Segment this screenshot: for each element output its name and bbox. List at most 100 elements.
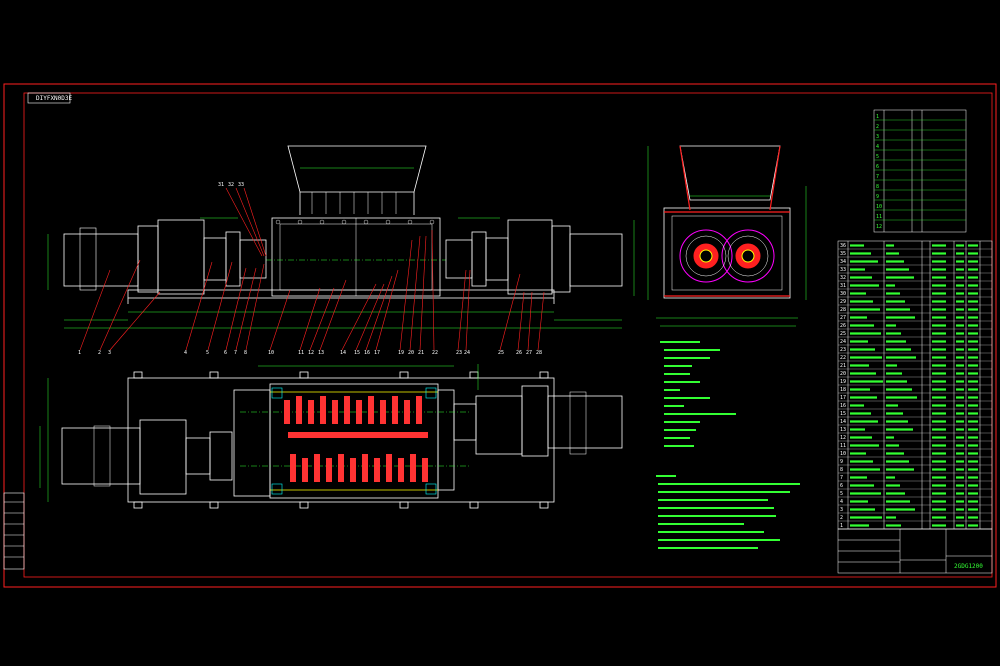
left-motor: [63, 233, 139, 287]
spec-row-2: 2: [876, 124, 879, 130]
balloon-8: 8: [244, 350, 247, 356]
bom-item-number: 7: [840, 475, 843, 481]
bom-item-number: 36: [840, 243, 846, 249]
bom-item-number: 18: [840, 387, 846, 393]
spec-row-6: 6: [876, 164, 879, 170]
bom-item-number: 32: [840, 275, 846, 281]
bom-item-number: 25: [840, 331, 846, 337]
balloon-20: 20: [408, 350, 414, 356]
balloon-14: 14: [340, 350, 346, 356]
bom-numbers: 3635343332313029282726252423222120191817…: [840, 243, 846, 529]
bom-item-number: 15: [840, 411, 846, 417]
bom-item-number: 24: [840, 339, 846, 345]
bom-item-number: 6: [840, 483, 843, 489]
plan-centerlines: [240, 411, 470, 467]
balloon-21: 21: [418, 350, 424, 356]
spec-table-rows: [874, 119, 966, 221]
front-balloons: 1 2 3 4 5 6 7 8 10 11 12 13 14 15 16 17 …: [78, 182, 542, 356]
balloon-16: 16: [364, 350, 370, 356]
bom-item-number: 31: [840, 283, 846, 289]
balloon-31: 31: [218, 182, 224, 188]
right-motor: [569, 233, 623, 287]
balloon-1: 1: [78, 350, 81, 356]
plan-cyan-marks: [271, 387, 437, 495]
bom-item-number: 20: [840, 371, 846, 377]
side-rotors: [679, 229, 775, 283]
balloon-32: 32: [228, 182, 234, 188]
plan-accent-lines: [270, 391, 438, 491]
bom-item-number: 27: [840, 315, 846, 321]
balloon-28: 28: [536, 350, 542, 356]
balloon-27: 27: [526, 350, 532, 356]
plan-frame: [127, 377, 555, 503]
balloon-2: 2: [98, 350, 101, 356]
spec-row-1: 1: [876, 114, 879, 120]
spec-row-10: 10: [876, 204, 882, 210]
balloon-23: 23: [456, 350, 462, 356]
balloon-6: 6: [224, 350, 227, 356]
balloon-26: 26: [516, 350, 522, 356]
side-hopper: [679, 145, 781, 201]
balloon-17: 17: [374, 350, 380, 356]
bom-item-number: 10: [840, 451, 846, 457]
bom-item-number: 13: [840, 427, 846, 433]
balloon-12: 12: [308, 350, 314, 356]
front-view: [63, 145, 623, 304]
balloon-11: 11: [298, 350, 304, 356]
tech-notes-2: [656, 475, 800, 549]
balloon-22: 22: [432, 350, 438, 356]
bom-item-number: 28: [840, 307, 846, 313]
outer-frame: [3, 83, 997, 588]
spec-row-7: 7: [876, 174, 879, 180]
balloon-5: 5: [206, 350, 209, 356]
spec-row-11: 11: [876, 214, 882, 220]
balloon-24: 24: [464, 350, 470, 356]
balloon-15: 15: [354, 350, 360, 356]
leaders-front: [79, 187, 545, 351]
front-hopper: [287, 145, 427, 193]
corner-stamp: DIYFXN0D3E: [36, 95, 73, 102]
side-view: [663, 145, 791, 299]
left-revision-column: [3, 492, 25, 570]
balloon-19: 19: [398, 350, 404, 356]
bom-item-number: 4: [840, 499, 843, 505]
plan-dimensions: [39, 364, 479, 502]
bom-item-number: 26: [840, 323, 846, 329]
bom-item-number: 33: [840, 267, 846, 273]
plan-view: [61, 371, 623, 509]
spec-numbers: 1 2 3 4 5 6 7 8 9 10 11 12: [876, 114, 882, 230]
balloon-10: 10: [268, 350, 274, 356]
bom-item-number: 19: [840, 379, 846, 385]
bom-item-number: 29: [840, 299, 846, 305]
bom-item-number: 1: [840, 523, 843, 529]
balloon-4: 4: [184, 350, 187, 356]
bom-item-number: 14: [840, 419, 846, 425]
balloon-7: 7: [234, 350, 237, 356]
bom-item-number: 16: [840, 403, 846, 409]
tech-notes-1: [660, 341, 736, 447]
bom-item-number: 8: [840, 467, 843, 473]
side-dimensions: [647, 146, 807, 327]
balloon-25: 25: [498, 350, 504, 356]
bom-item-number: 5: [840, 491, 843, 497]
bom-item-number: 11: [840, 443, 846, 449]
front-dimensions: [47, 167, 635, 329]
spec-row-5: 5: [876, 154, 879, 160]
side-housing: [663, 207, 791, 299]
spec-row-9: 9: [876, 194, 879, 200]
spec-row-4: 4: [876, 144, 879, 150]
bom-item-number: 22: [840, 355, 846, 361]
bom-item-number: 9: [840, 459, 843, 465]
spec-row-3: 3: [876, 134, 879, 140]
bom-item-number: 23: [840, 347, 846, 353]
bom-item-number: 35: [840, 251, 846, 257]
spec-row-12: 12: [876, 224, 882, 230]
spec-table: [873, 109, 967, 233]
inner-frame: [23, 92, 993, 578]
drawing-number: 2GDG1200: [954, 563, 983, 570]
balloon-33: 33: [238, 182, 244, 188]
corner-stamp-box: [27, 92, 71, 104]
bom-item-number: 2: [840, 515, 843, 521]
side-red-fill: [664, 145, 790, 297]
